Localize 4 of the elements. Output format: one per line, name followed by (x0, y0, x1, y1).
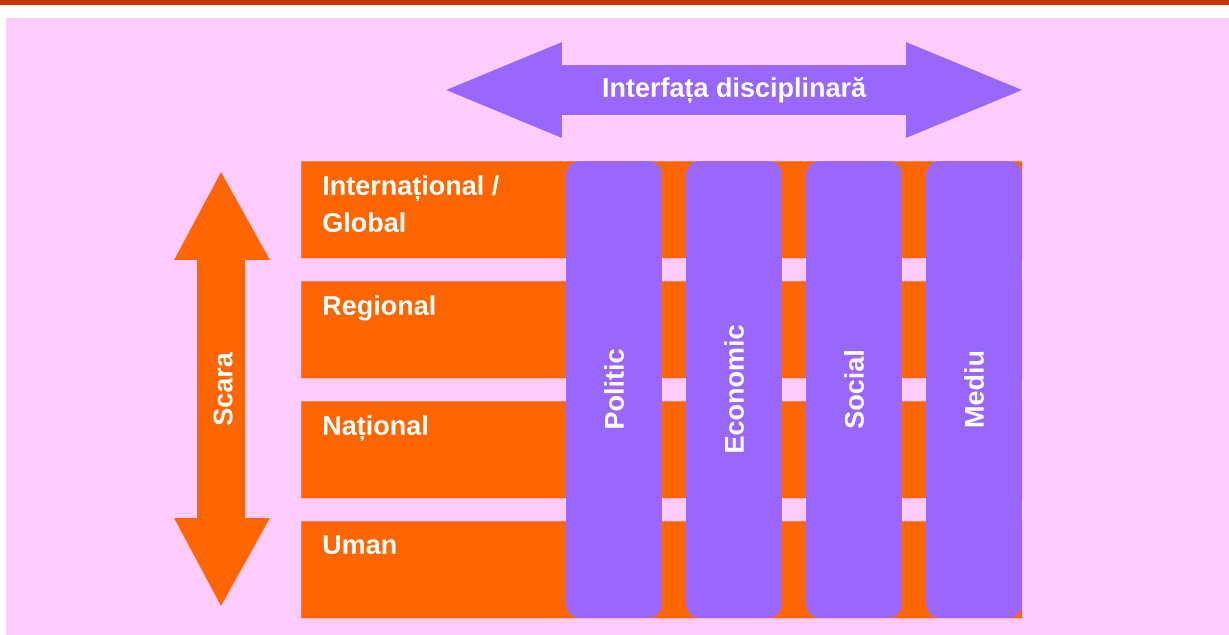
discipline-column: Social (806, 161, 902, 618)
discipline-column: Mediu (926, 161, 1022, 618)
discipline-column: Economic (686, 161, 782, 618)
discipline-column: Politic (566, 161, 662, 618)
